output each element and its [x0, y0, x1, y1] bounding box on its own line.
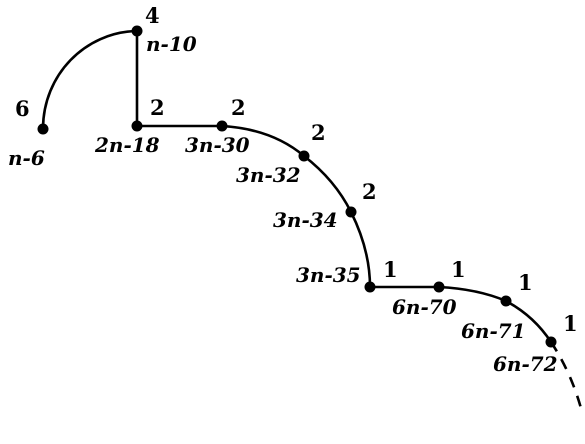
- node-f-number: 2: [362, 179, 377, 204]
- node-f-expression: 3n-34: [273, 208, 338, 232]
- node-g-expression: 3n-35: [296, 263, 361, 287]
- node-i: [500, 295, 512, 307]
- node-c-expression: 2n-18: [94, 133, 160, 157]
- edge-j-continuation: [549, 341, 584, 413]
- node-d: [216, 120, 228, 132]
- edge-a-b: [41, 29, 138, 130]
- node-b-number: 4: [145, 3, 160, 28]
- edge-e-f: [303, 154, 353, 213]
- node-j: [545, 336, 557, 348]
- node-d-expression: 3n-30: [185, 133, 250, 157]
- node-i-expression: 6n-71: [461, 319, 526, 343]
- node-e-number: 2: [311, 120, 326, 145]
- node-c: [131, 120, 143, 132]
- node-h: [433, 281, 445, 293]
- node-a: [37, 123, 49, 135]
- edge-h-i: [438, 285, 507, 303]
- node-i-number: 1: [518, 270, 533, 295]
- node-j-number: 1: [563, 311, 578, 336]
- node-b-expression: n-10: [146, 32, 197, 56]
- node-h-expression: 6n-70: [392, 295, 457, 319]
- node-j-expression: 6n-72: [493, 352, 558, 376]
- node-b: [131, 25, 143, 37]
- node-g: [364, 281, 376, 293]
- node-a-expression: n-6: [8, 146, 45, 170]
- edge-d-e: [221, 124, 305, 157]
- node-f: [345, 206, 357, 218]
- node-c-number: 2: [150, 95, 165, 120]
- node-g-number: 1: [383, 257, 398, 282]
- edge-f-g: [349, 211, 372, 288]
- node-d-number: 2: [231, 95, 246, 120]
- node-e: [298, 150, 310, 162]
- node-h-number: 1: [451, 257, 466, 282]
- node-e-expression: 3n-32: [236, 163, 301, 187]
- node-a-number: 6: [15, 96, 30, 121]
